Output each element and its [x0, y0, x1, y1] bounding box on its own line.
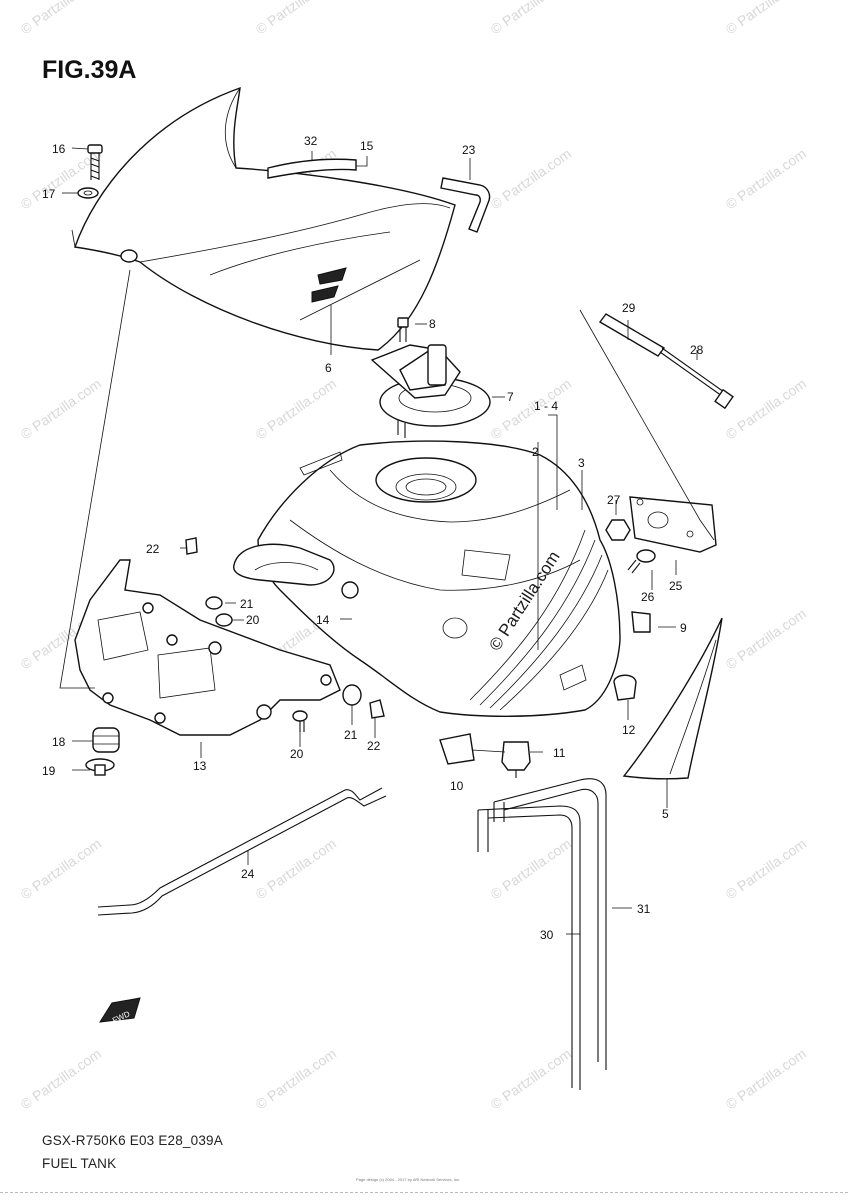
- watermark: © Partzilla.com: [18, 835, 104, 902]
- fine-print: Page design (c) 2004 - 2017 by ARI Netwo…: [356, 1177, 461, 1182]
- cushion-part: [439, 733, 475, 765]
- fuel-tank-part: [233, 440, 621, 717]
- callout-22a: 22: [146, 542, 160, 556]
- bolt-part: [87, 144, 103, 180]
- callout-9: 9: [680, 621, 687, 635]
- callout-5: 5: [662, 807, 669, 821]
- nut-part: [605, 519, 631, 541]
- callout-29: 29: [622, 301, 636, 315]
- watermark: © Partzilla.com: [488, 835, 574, 902]
- support-rod-part: [97, 787, 387, 916]
- callout-23: 23: [462, 143, 476, 157]
- emblem-strip-part: [267, 158, 357, 179]
- callout-12: 12: [622, 723, 636, 737]
- callout-2: 2: [532, 445, 539, 459]
- bolt-small-part: [627, 549, 656, 574]
- watermark: © Partzilla.com: [253, 835, 339, 902]
- callout-16: 16: [52, 142, 66, 156]
- fuel-cap-assembly-part: [370, 344, 491, 438]
- callout-26: 26: [641, 590, 655, 604]
- drain-hose-part: [477, 778, 607, 1090]
- callout-21a: 21: [240, 597, 254, 611]
- washer-part: [77, 187, 99, 199]
- callout-10: 10: [450, 779, 464, 793]
- callout-27: 27: [607, 493, 621, 507]
- rubber-cap-part: [613, 674, 637, 701]
- callout-28: 28: [690, 343, 704, 357]
- watermark: © Partzilla.com: [723, 605, 809, 672]
- callout-32: 32: [304, 134, 318, 148]
- watermark: © Partzilla.com: [723, 0, 809, 37]
- collar-part: [85, 758, 115, 776]
- section-name: FUEL TANK: [42, 1156, 117, 1171]
- callout-20b: 20: [290, 747, 304, 761]
- long-bolt-part: [598, 313, 734, 410]
- callout-3: 3: [578, 456, 585, 470]
- callout-25: 25: [669, 579, 683, 593]
- watermark: © Partzilla.com: [723, 145, 809, 212]
- callout-1-4: 1 - 4: [534, 399, 558, 413]
- side-panel-part: [622, 617, 723, 780]
- callout-17: 17: [42, 187, 56, 201]
- callout-24: 24: [241, 867, 255, 881]
- tank-cover-part: [74, 86, 456, 351]
- watermark: © Partzilla.com: [723, 1045, 809, 1112]
- watermark: © Partzilla.com: [723, 835, 809, 902]
- callout-7: 7: [507, 390, 514, 404]
- callout-30: 30: [540, 928, 554, 942]
- callout-14: 14: [316, 613, 330, 627]
- leader-lines: [59, 147, 715, 935]
- fwd-arrow-icon: FWD: [99, 997, 141, 1025]
- watermark: © Partzilla.com: [488, 1045, 574, 1112]
- valve-part: [501, 741, 531, 778]
- callout-13: 13: [193, 759, 207, 773]
- callout-22b: 22: [367, 739, 381, 753]
- watermark: © Partzilla.com: [253, 375, 339, 442]
- watermark: © Partzilla.com: [18, 1045, 104, 1112]
- watermark: © Partzilla.com: [488, 375, 574, 442]
- tank-tray-part: [74, 559, 341, 736]
- callout-19: 19: [42, 764, 56, 778]
- screw-part: [397, 317, 409, 342]
- figure-title: FIG.39A: [42, 56, 137, 84]
- callout-15: 15: [360, 139, 374, 153]
- breather-hose-part: [440, 177, 491, 233]
- watermark: © Partzilla.com: [253, 1045, 339, 1112]
- callout-8: 8: [429, 317, 436, 331]
- callout-11: 11: [553, 746, 566, 760]
- callout-21b: 21: [344, 728, 358, 742]
- tab-part: [631, 611, 651, 633]
- callout-31: 31: [637, 902, 651, 916]
- watermark: © Partzilla.com: [488, 0, 574, 37]
- watermark: © Partzilla.com: [18, 0, 104, 37]
- damper-part: [92, 727, 120, 753]
- watermark: © Partzilla.com: [723, 375, 809, 442]
- callout-labels: 16 17 32 15 23 8 6 7 1 - 4 2 3 29 28 27 …: [42, 134, 704, 942]
- callout-18: 18: [52, 735, 66, 749]
- page-bottom-divider: [0, 1192, 848, 1193]
- grommet-part: [185, 537, 385, 732]
- watermark: © Partzilla.com: [253, 0, 339, 37]
- callout-6: 6: [325, 361, 332, 375]
- watermark: © Partzilla.com: [18, 375, 104, 442]
- callout-20a: 20: [246, 613, 260, 627]
- watermark: © Partzilla.com: [488, 145, 574, 212]
- model-code: GSX-R750K6 E03 E28_039A: [42, 1133, 223, 1148]
